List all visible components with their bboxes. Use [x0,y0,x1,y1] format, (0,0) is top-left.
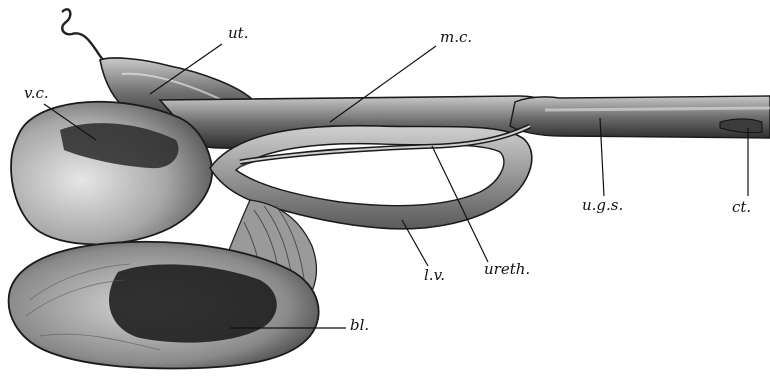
label-ct: ct. [732,200,751,215]
label-bl: bl. [350,318,369,333]
label-mc: m.c. [440,30,472,45]
label-lv: l.v. [424,268,445,283]
label-vc: v.c. [24,86,49,101]
vaginal-canal [11,102,212,245]
label-ureth: ureth. [484,262,530,277]
label-ugs: u.g.s. [582,198,623,213]
label-ut: ut. [228,26,248,41]
urogenital-sinus [510,96,770,138]
